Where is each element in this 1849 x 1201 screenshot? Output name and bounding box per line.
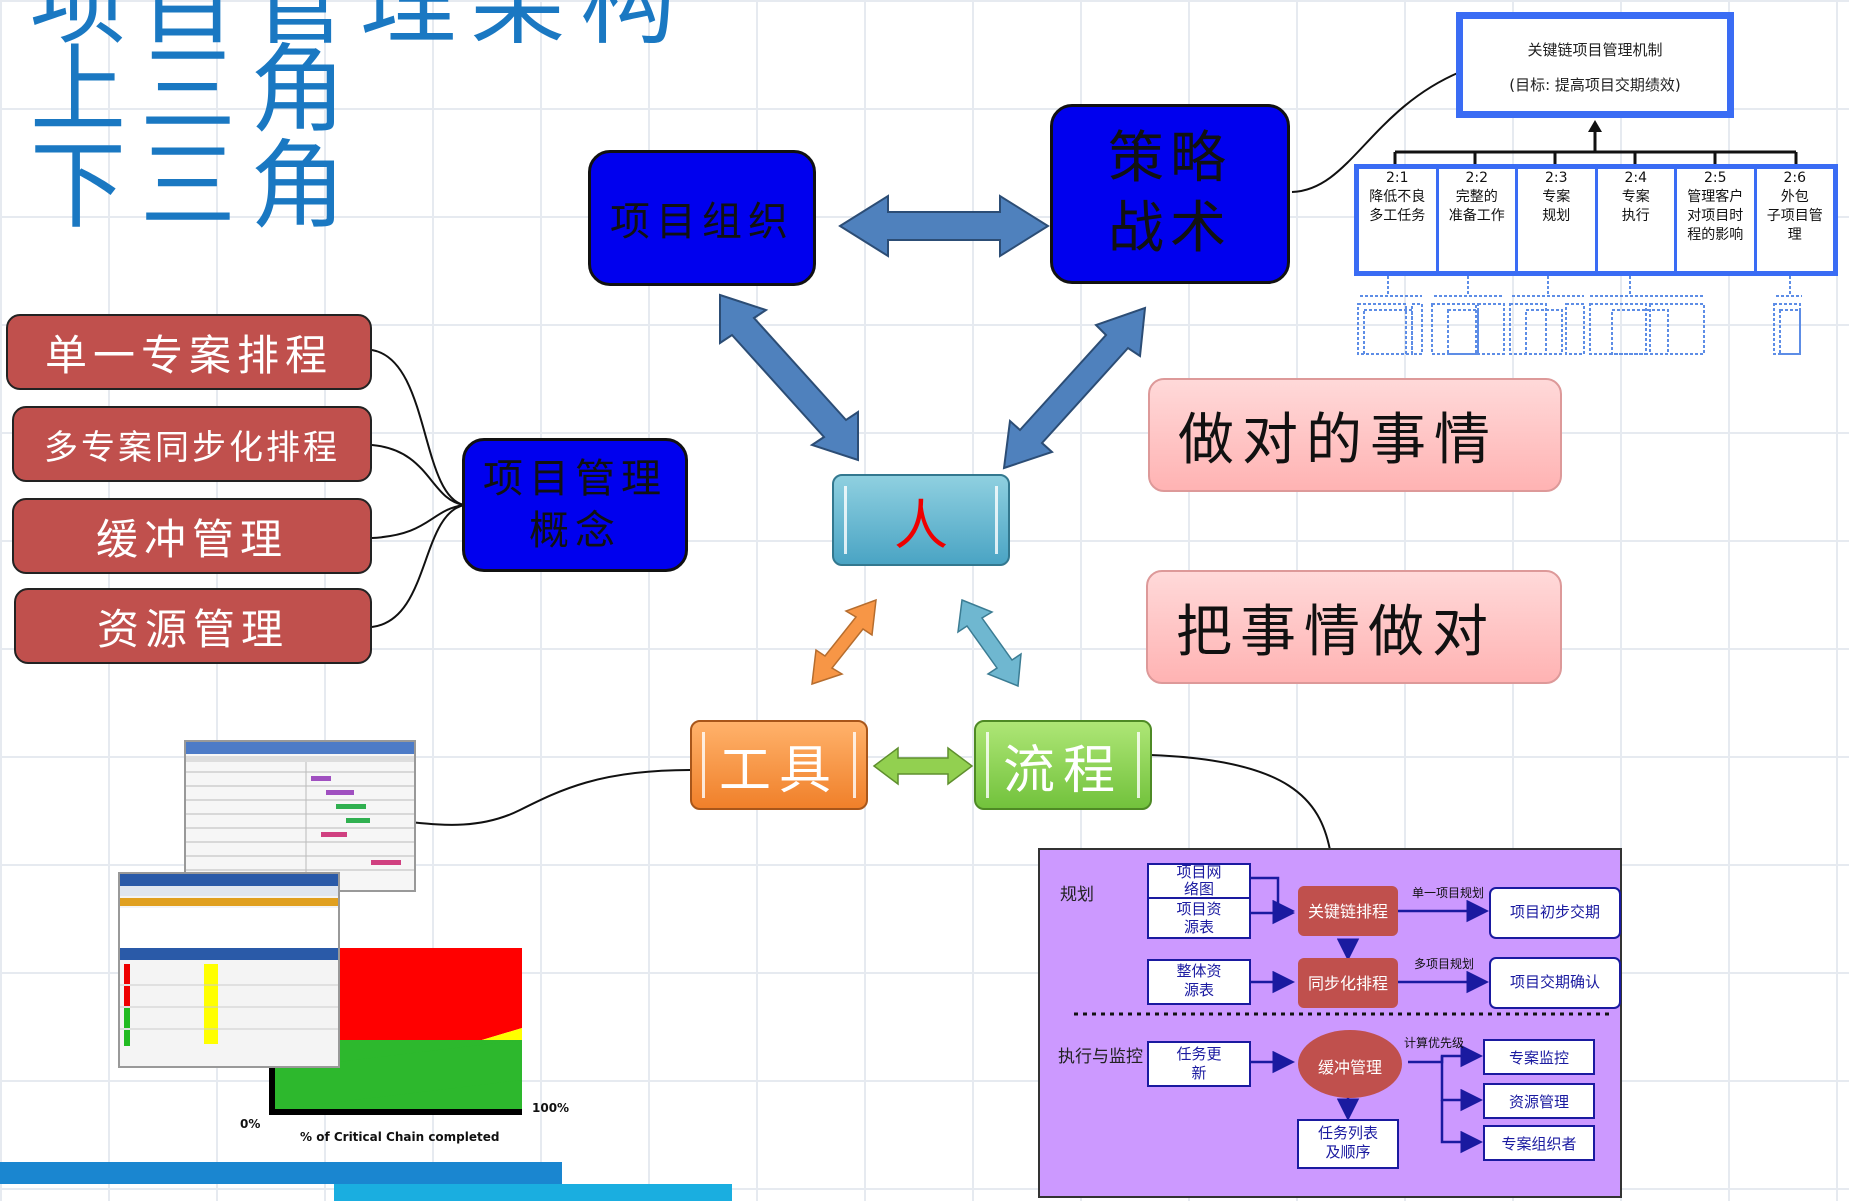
ccpm-col-5-line1: 管理客户: [1687, 189, 1744, 205]
flow-task-update-line2: 新: [1191, 1064, 1207, 1082]
ccpm-col-3-id: 2:3: [1544, 170, 1568, 186]
tool-process-arrow: [872, 746, 974, 786]
org-strategy-arrow: [838, 194, 1050, 258]
ccpm-col-5-id: 2:5: [1703, 170, 1727, 186]
strategy-line2: 战术: [1108, 196, 1232, 261]
flow-critical-chain: 关键链排程: [1307, 902, 1388, 921]
do-things-right-box: 把事情做对: [1146, 570, 1562, 684]
person-process-arrow: [957, 598, 1022, 688]
flow-single-plan: 单一项目规划: [1412, 886, 1485, 900]
ccpm-col-2-line1: 完整的: [1455, 189, 1498, 205]
ccpm-title: 关键链项目管理机制: [1527, 41, 1663, 59]
flow-overall-resource: 整体资 源表: [1148, 962, 1250, 1000]
ccpm-col-2-id: 2:2: [1465, 170, 1489, 186]
ccpm-col-4: 2:4 专案 执行: [1598, 169, 1677, 271]
strategy-person-arrow: [1002, 306, 1147, 470]
ccpm-title-box: 关键链项目管理机制 (目标: 提高项目交期绩效): [1456, 12, 1734, 118]
left-item-4: 资源管理: [14, 588, 372, 664]
concept-box: 项目管理 概念: [462, 438, 688, 572]
flow-resource-line2: 源表: [1183, 918, 1214, 936]
flow-organizer: 专案组织者: [1501, 1135, 1577, 1153]
subtitle-upper-triangle: 上三角: [30, 34, 360, 146]
org-box: 项目组织: [588, 150, 816, 286]
flow-resource-line1: 项目资: [1176, 900, 1222, 918]
fever-x-label: % of Critical Chain completed: [300, 1130, 500, 1144]
tool-box: 工具: [690, 720, 868, 810]
ccpm-col-4-id: 2:4: [1624, 170, 1648, 186]
ccpm-col-1-line2: 多工任务: [1369, 208, 1426, 224]
person-box: 人: [832, 474, 1010, 566]
ccpm-col-5-line3: 程的影响: [1687, 227, 1744, 243]
flow-overall-line2: 源表: [1183, 981, 1214, 999]
process-box: 流程: [974, 720, 1152, 810]
buffer-screenshot: [118, 872, 340, 1068]
do-right-things-box: 做对的事情: [1148, 378, 1562, 492]
fever-x-end: 100%: [532, 1101, 570, 1115]
ccpm-goal: (目标: 提高项目交期绩效): [1509, 76, 1681, 94]
flow-network: 项目网 络图: [1148, 864, 1250, 898]
concept-line1: 项目管理: [483, 456, 667, 502]
flow-overall-line1: 整体资: [1176, 962, 1222, 980]
ccpm-col-1: 2:1 降低不良 多工任务: [1359, 169, 1439, 271]
ccpm-col-2-line2: 准备工作: [1448, 208, 1505, 224]
flow-task-list-line1: 任务列表: [1317, 1124, 1378, 1142]
flow-task-update: 任务更 新: [1148, 1045, 1250, 1083]
flow-multi-plan: 多项目规划: [1414, 957, 1475, 971]
flow-exec-label: 执行与监控: [1058, 1047, 1143, 1067]
ccpm-col-3-line2: 规划: [1542, 208, 1571, 224]
flow-task-update-line1: 任务更: [1176, 1045, 1222, 1063]
flow-priority: 计算优先级: [1404, 1036, 1465, 1050]
flow-delivery-confirm: 项目交期确认: [1509, 973, 1600, 991]
person-tool-arrow: [811, 598, 877, 686]
flow-buffer: 缓冲管理: [1317, 1058, 1382, 1077]
flow-initial-delivery: 项目初步交期: [1509, 903, 1600, 921]
ccpm-columns: 2:1 降低不良 多工任务 2:2 完整的 准备工作 2:3 专案 规划 2:4…: [1354, 164, 1838, 276]
bottom-bar-dark: [0, 1162, 562, 1184]
ccpm-tree: [1357, 120, 1802, 355]
ccpm-col-1-line1: 降低不良: [1369, 189, 1426, 205]
ccpm-col-3-line1: 专案: [1542, 189, 1571, 205]
ccpm-col-1-id: 2:1: [1385, 170, 1409, 186]
fever-x-start: 0%: [240, 1117, 261, 1131]
flow-planning-label: 规划: [1060, 885, 1094, 905]
ccpm-col-6-line3: 理: [1787, 227, 1802, 243]
ccpm-col-3: 2:3 专案 规划: [1518, 169, 1598, 271]
flow-monitor: 专案监控: [1508, 1049, 1569, 1067]
gantt-screenshot: [184, 740, 416, 892]
ccpm-col-5: 2:5 管理客户 对项目时 程的影响: [1677, 169, 1757, 271]
page-title: 项目管理架构: [30, 0, 690, 58]
ccpm-col-6-line2: 子项目管: [1766, 208, 1823, 224]
strategy-line1: 策略: [1108, 126, 1232, 191]
subtitle-lower-triangle: 下三角: [30, 130, 360, 242]
left-item-1: 单一专案排程: [6, 314, 372, 390]
flow-resource-table: 项目资 源表: [1148, 900, 1250, 936]
ccpm-col-4-line1: 专案: [1621, 189, 1650, 205]
concept-line2: 概念: [529, 508, 621, 554]
left-item-2: 多专案同步化排程: [12, 406, 372, 482]
bottom-bar-light: [334, 1184, 732, 1201]
strategy-box: 策略 战术: [1050, 104, 1290, 284]
ccpm-col-6-line1: 外包: [1780, 189, 1809, 205]
ccpm-col-4-line2: 执行: [1621, 208, 1650, 224]
flow-task-list-line2: 及顺序: [1325, 1143, 1371, 1161]
flow-diagram: [1074, 863, 1621, 1169]
left-item-3: 缓冲管理: [12, 498, 372, 574]
ccpm-col-6-id: 2:6: [1783, 170, 1807, 186]
ccpm-col-2: 2:2 完整的 准备工作: [1439, 169, 1518, 271]
flow-network-line1: 项目网: [1176, 863, 1222, 881]
flow-sync: 同步化排程: [1307, 974, 1388, 993]
org-person-arrow: [719, 293, 859, 462]
ccpm-col-5-line2: 对项目时: [1687, 208, 1744, 224]
ccpm-col-6: 2:6 外包 子项目管 理: [1757, 169, 1834, 271]
flow-network-line2: 络图: [1183, 880, 1214, 898]
flow-task-list: 任务列表 及顺序: [1298, 1124, 1398, 1162]
flow-resource-mgmt: 资源管理: [1508, 1093, 1569, 1111]
